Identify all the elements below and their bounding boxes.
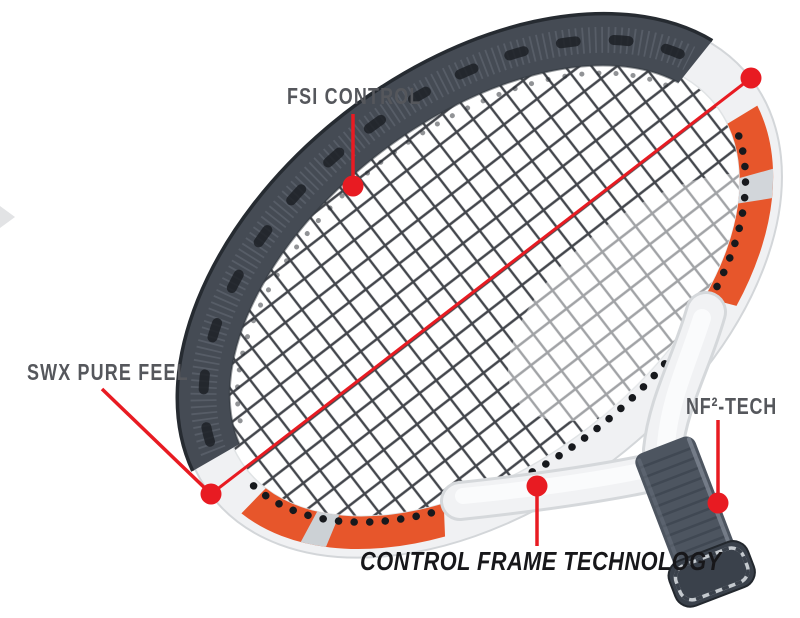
bumper-guard: [177, 13, 713, 471]
fsi-callout-dot: [342, 175, 364, 197]
string-bed-diagonal-line: [210, 76, 752, 496]
control-frame-technology-label: CONTROL FRAME TECHNOLOGY: [360, 546, 722, 576]
orange-accent-right: [704, 105, 774, 306]
throat-lower-arm-highlight: [455, 460, 663, 504]
grip-highlight: [686, 437, 733, 550]
swx-callout-dot: [200, 483, 222, 505]
nf2-tech-label: NF²-TECH: [686, 393, 777, 419]
bumper-outer-edge: [175, 11, 714, 472]
grip-wrap-ridges: [639, 445, 732, 566]
string-bed-highlight: [507, 173, 797, 422]
orange-accent-bottom-stripe: [300, 511, 340, 547]
cft-callout-dot: [526, 475, 548, 497]
handle: [635, 436, 756, 608]
swx-pure-feel-label: SWX PURE FEEL: [27, 359, 189, 385]
callout-markers: [100, 67, 762, 546]
grip-sheen: [637, 458, 683, 569]
throat-upper-arm-highlight: [657, 309, 711, 453]
grip: [635, 436, 734, 570]
orange-accent-bottom: [241, 488, 446, 550]
butt-cap: [667, 540, 756, 608]
swx-callout-line: [100, 387, 213, 496]
bumper-inner-edge: [228, 64, 680, 445]
head-corner-dot: [740, 67, 762, 89]
grommet-pins: [245, 132, 750, 526]
throat: [440, 291, 727, 521]
nf2-callout-dot: [707, 492, 729, 514]
bumper-ribs: [190, 26, 696, 456]
fsi-control-label: FSI CONTROL: [287, 83, 422, 109]
butt-cap-rim-links: [673, 546, 750, 602]
edge-artifact: [0, 206, 15, 228]
